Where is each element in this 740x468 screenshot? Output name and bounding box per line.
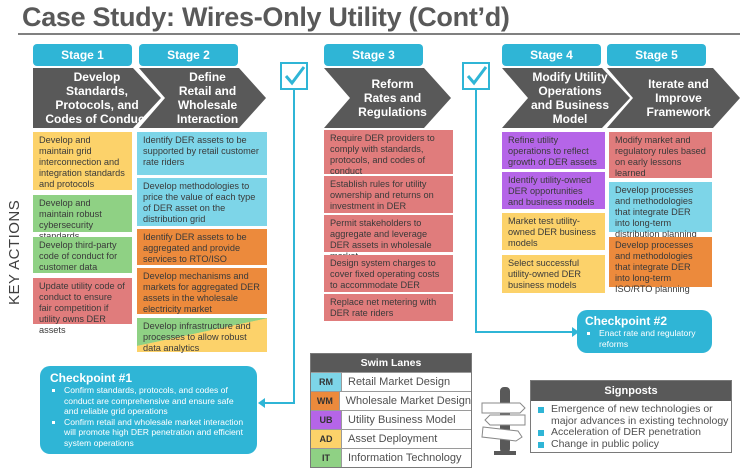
stage-3-action: Establish rules for utility ownership an…: [324, 176, 453, 213]
swim-lane-row: AD Asset Deployment: [311, 429, 471, 448]
checkpoint-1-checkbox: [280, 62, 308, 90]
checkpoint-1-item: Confirm retail and wholesale market inte…: [64, 417, 247, 449]
checkpoint-1-callout: Checkpoint #1 Confirm standards, protoco…: [40, 366, 257, 454]
stage-3-action: Require DER providers to comply with sta…: [324, 130, 453, 176]
lane-code: UB: [311, 411, 342, 429]
stage-5-tab: Stage 5: [607, 44, 706, 66]
signpost-item: Emergence of new technologies or major a…: [538, 403, 731, 427]
lane-label: Utility Business Model: [348, 414, 456, 426]
arrow-right-icon: [572, 327, 579, 337]
stage-3-tab: Stage 3: [324, 44, 423, 66]
swim-lane-row: IT Information Technology: [311, 448, 471, 467]
checkpoint-1-connector: [293, 90, 295, 403]
lane-label: Retail Market Design: [348, 376, 451, 388]
stage-1-tab: Stage 1: [33, 44, 132, 66]
checkpoint-1-connector: [262, 402, 295, 404]
stage-1-action: Update utility code of conduct to ensure…: [33, 278, 132, 335]
checkpoint-2-checkbox: [462, 62, 490, 90]
checkpoint-2-title: Checkpoint #2: [585, 314, 668, 328]
stage-5-action: Modify market and regulatory rules based…: [609, 132, 712, 178]
checkpoint-2-connector: [475, 331, 573, 333]
stage-4-action: Identify utility-owned DER opportunities…: [502, 172, 605, 209]
swim-lane-row: WM Wholesale Market Design: [311, 391, 471, 410]
stage-2-action: Identify DER assets to be supported by r…: [137, 132, 267, 175]
stage-2-action: Develop mechanisms and markets for aggre…: [137, 268, 267, 314]
stage-4-action: Select successful utility-owned DER busi…: [502, 255, 605, 293]
checkmark-icon: [284, 66, 306, 86]
checkpoint-2-item: Enact rate and regulatory reforms: [599, 328, 704, 349]
stage-2-action: Identify DER assets to be aggregated and…: [137, 229, 267, 265]
checkpoint-1-title: Checkpoint #1: [50, 371, 133, 385]
swim-lanes-legend: Swim Lanes RM Retail Market Design WM Whol…: [310, 353, 472, 468]
key-actions-label: KEY ACTIONS: [6, 199, 23, 305]
stage-4-action: Market test utility-owned DER business m…: [502, 213, 605, 250]
stage-1-action: Develop and maintain grid interconnectio…: [33, 132, 132, 190]
stage-5-action: Develop processes and methodologies that…: [609, 237, 712, 294]
lane-code: WM: [311, 392, 340, 410]
signpost-item: Acceleration of DER penetration: [538, 426, 731, 439]
checkpoint-1-item: Confirm standards, protocols, and codes …: [64, 385, 247, 417]
lane-code: AD: [311, 430, 342, 448]
stage-3-action: Permit stakeholders to aggregate and lev…: [324, 215, 453, 261]
stage-2-action: Develop methodologies to price the value…: [137, 178, 267, 226]
lane-code: RM: [311, 373, 342, 391]
stage-4-action: Refine utility operations to reflect gro…: [502, 132, 605, 169]
stage-1-action: Develop and maintain robust cybersecurit…: [33, 195, 132, 241]
stage-2-action: Develop infrastructure and processes to …: [137, 318, 267, 353]
lane-label: Wholesale Market Design: [345, 395, 471, 407]
stage-3-action: Design system charges to cover fixed ope…: [324, 255, 453, 292]
swim-lane-row: RM Retail Market Design: [311, 372, 471, 391]
stage-3-action: Replace net metering with DER rate rider…: [324, 294, 453, 321]
arrow-left-icon: [258, 398, 265, 408]
signpost-icon: [480, 383, 530, 460]
swim-lane-row: UB Utility Business Model: [311, 410, 471, 429]
checkmark-icon: [466, 66, 488, 86]
swim-lanes-title: Swim Lanes: [311, 354, 471, 372]
stage-2-tab: Stage 2: [139, 44, 238, 66]
signposts-panel: Signposts Emergence of new technologies …: [530, 380, 732, 453]
stage-5-action: Develop processes and methodologies that…: [609, 182, 712, 239]
checkpoint-2-connector: [475, 90, 477, 332]
signpost-item: Change in public policy: [538, 438, 731, 451]
lane-code: IT: [311, 449, 342, 467]
lane-label: Asset Deployment: [348, 433, 438, 445]
checkpoint-2-callout: Checkpoint #2 Enact rate and regulatory …: [577, 310, 712, 353]
signposts-title: Signposts: [531, 381, 731, 401]
stage-4-tab: Stage 4: [502, 44, 601, 66]
lane-label: Information Technology: [348, 452, 462, 464]
stage-1-action: Develop third-party code of conduct for …: [33, 237, 132, 273]
page-title: Case Study: Wires-Only Utility (Cont’d): [22, 2, 510, 32]
title-divider: [18, 33, 740, 35]
